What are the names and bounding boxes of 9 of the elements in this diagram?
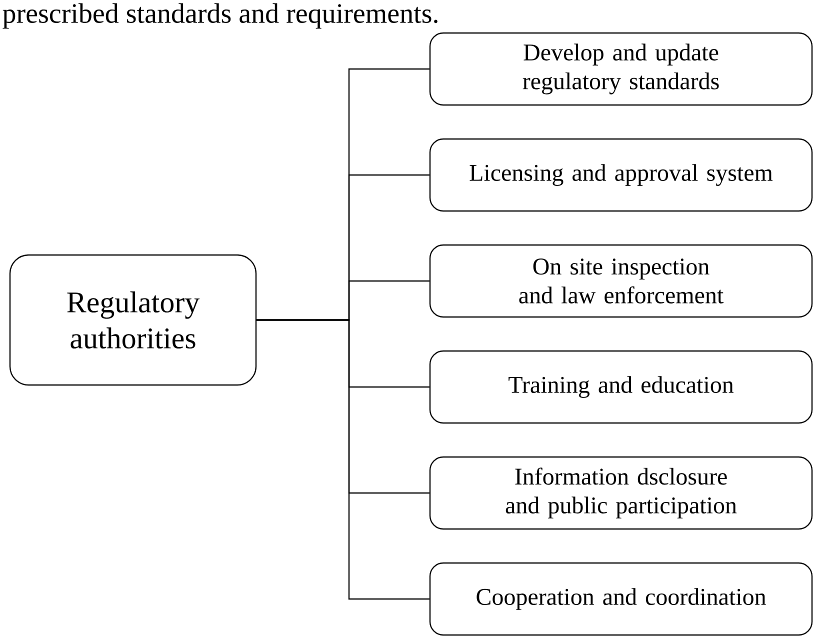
note-text: prescribed standards and requirements. <box>2 3 438 29</box>
item-box: Training and education <box>429 350 813 424</box>
item-box: Information dsclosure and public participation <box>429 456 813 530</box>
topic-box: Regulatory authorities <box>9 254 257 386</box>
item-box: Develop and update regulatory standards <box>429 32 813 106</box>
item-box: On site inspection and law enforcement <box>429 244 813 318</box>
item-box: Cooperation and coordination <box>429 562 813 636</box>
item-box: Licensing and approval system <box>429 138 813 212</box>
connector-line <box>256 319 430 600</box>
